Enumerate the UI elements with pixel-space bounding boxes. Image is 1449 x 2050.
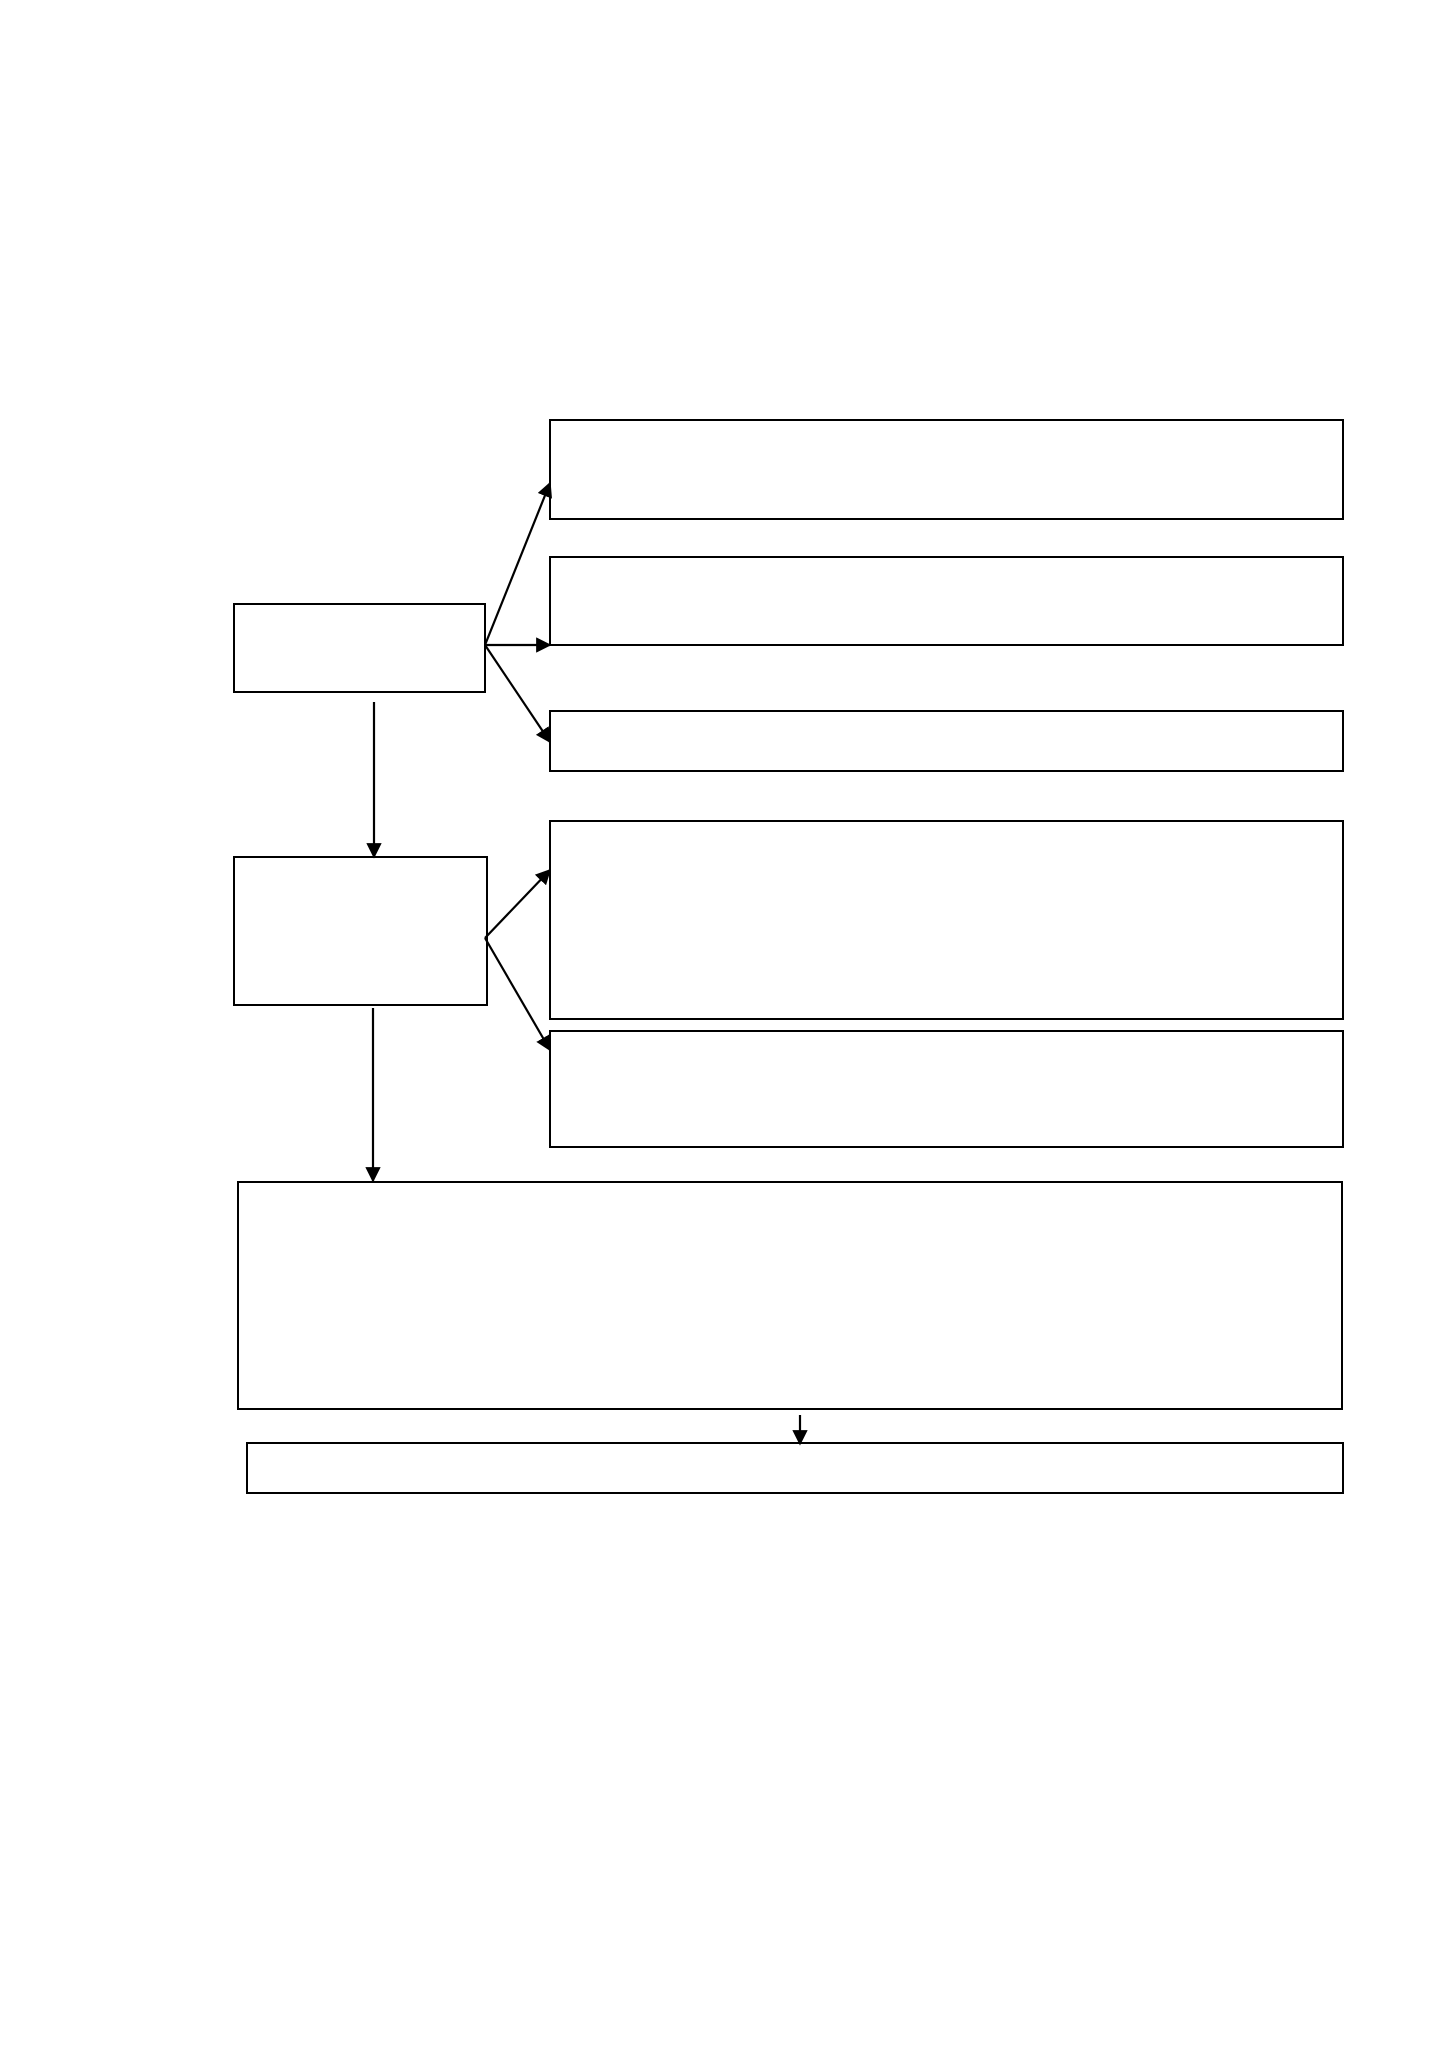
box-branch-3: [549, 710, 1344, 772]
box-middle: [233, 856, 488, 1006]
connector-root-to-branch-3: [484, 644, 551, 744]
box-branch-4: [549, 820, 1344, 1020]
connector-middle-to-branch-4: [484, 868, 552, 939]
box-summary: [237, 1181, 1343, 1410]
connector-root-to-branch-1: [483, 481, 552, 646]
box-branch-5: [549, 1030, 1344, 1148]
box-branch-1: [549, 419, 1344, 520]
boxes: [233, 419, 1344, 1494]
box-root: [233, 603, 486, 693]
box-footer: [246, 1442, 1344, 1494]
connections: [365, 481, 808, 1446]
connector-middle-to-branch-5: [484, 937, 551, 1052]
box-branch-2: [549, 556, 1344, 646]
